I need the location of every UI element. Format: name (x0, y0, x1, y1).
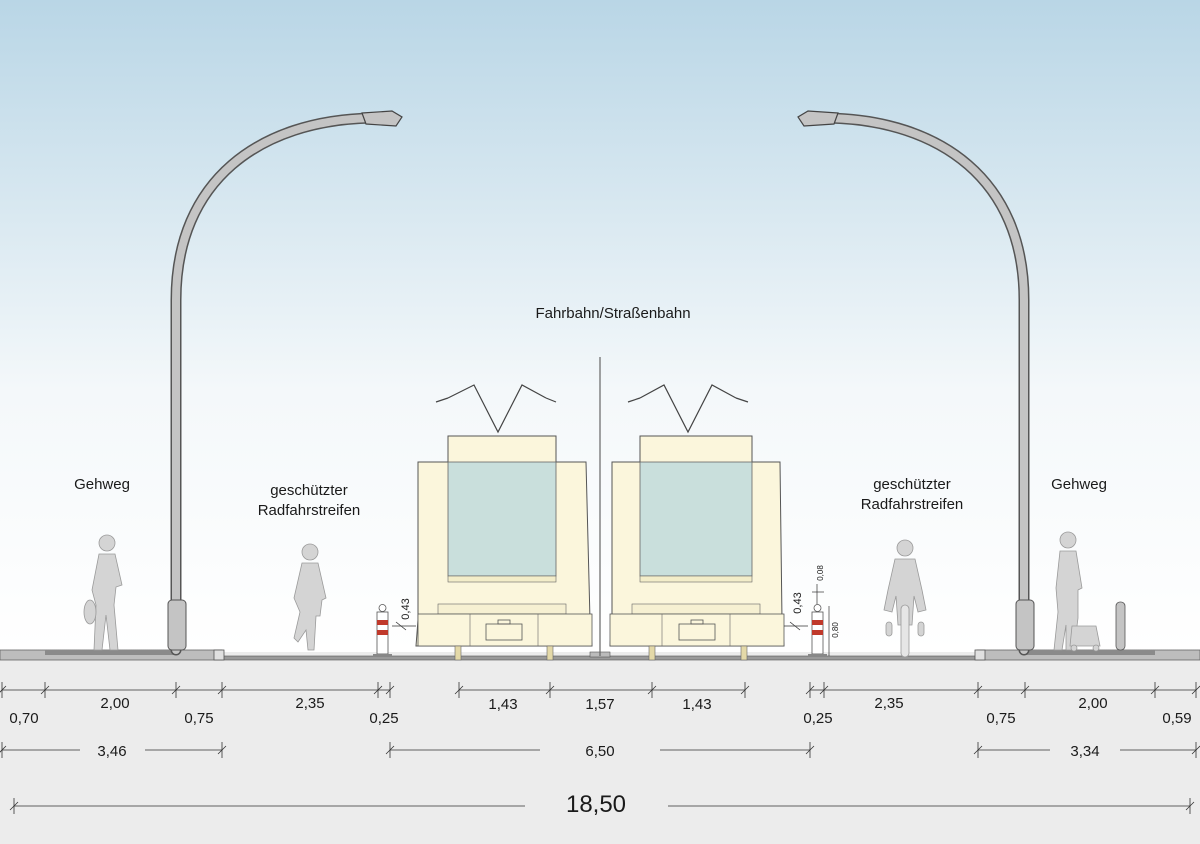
sidewalk-label-right: Gehweg (1051, 476, 1107, 493)
bollard-height-right: 0,43 (792, 592, 804, 613)
ground-area (0, 652, 1200, 839)
dim-sidewalk-right: 2,00 (1078, 695, 1107, 712)
dim-overall-width: 18,50 (566, 791, 626, 818)
dim-chain-row1-left-tick-slash (373, 685, 383, 695)
bollard-left (373, 604, 392, 657)
dim-buffer-right: 0,25 (803, 710, 832, 727)
curb-offset-right: 0,08 (816, 565, 825, 581)
dim-edge-left: 0,70 (9, 710, 38, 727)
bike-lane-label-right-line2: Radfahrstreifen (861, 496, 964, 513)
dim-chain-row1-right-tick-slash (819, 685, 829, 695)
dim-edge-right: 0,59 (1162, 710, 1191, 727)
street-lamp-left (167, 110, 403, 656)
tram-right (609, 384, 785, 661)
dim-chain-total-tick-slash (1185, 801, 1195, 811)
bike-lane-label-left-line2: Radfahrstreifen (258, 502, 361, 519)
post-height-right: 0,80 (831, 622, 840, 638)
dim-chain-row1-left-tick-slash (171, 685, 181, 695)
dim-sidewalk-left: 2,00 (100, 695, 129, 712)
street-lamp-right (797, 110, 1035, 656)
center-title: Fahrbahn/Straßenbahn (535, 305, 690, 322)
dim-chain-row1-left-tick-slash (0, 685, 7, 693)
dim-chain-row1-left-tick-slash (40, 685, 50, 695)
dim-track-right: 1,43 (682, 696, 711, 713)
dim-chain-row2-center-tick-slash (385, 745, 395, 755)
tram-left (415, 384, 593, 661)
dim-chain-row1-right-tick-slash (973, 685, 983, 695)
cyclist-right (883, 539, 927, 658)
dim-chain-row1-right-tick-slash (1191, 685, 1200, 695)
bike-lane-label-right-line1: geschützter (873, 476, 951, 493)
dim-chain-row1-right-tick-slash (1020, 685, 1030, 695)
dim-chain-row2-left-tick-slash (217, 745, 227, 755)
dim-buffer-left: 0,25 (369, 710, 398, 727)
bike-lane-label-left-line1: geschützter (270, 482, 348, 499)
bollard-height-dim-right: 0,43 0,08 0,80 (784, 565, 840, 656)
sidewalk-post-right (1115, 601, 1126, 651)
pedestrian-left (83, 534, 123, 651)
dim-chain-row2-right-tick-slash (1191, 745, 1200, 755)
dim-chain-row1-center-tick-slash (545, 685, 555, 695)
dim-bike-lane-right: 2,35 (874, 695, 903, 712)
dim-chain-total-tick-slash (9, 801, 19, 811)
dim-bike-lane-left: 2,35 (295, 695, 324, 712)
dim-chain-row1-center-tick-slash (454, 685, 464, 695)
dim-chain-row1-right-tick-slash (1150, 685, 1160, 695)
dim-chain-row2-left-tick-slash (0, 745, 7, 753)
dimension-lines (0, 682, 1200, 814)
dim-track-left: 1,43 (488, 696, 517, 713)
pedestrian-bike-lane-left (293, 543, 327, 651)
bollard-right (808, 604, 827, 657)
pedestrian-with-stroller-right (1053, 531, 1101, 652)
bollard-height-left: 0,43 (400, 598, 412, 619)
dim-right-side-total: 3,34 (1070, 743, 1099, 760)
dim-track-center: 1,57 (585, 696, 614, 713)
dim-chain-row1-right-tick-slash (805, 685, 815, 695)
dim-lamp-strip-right: 0,75 (986, 710, 1015, 727)
dim-roadway-total: 6,50 (585, 743, 614, 760)
bollard-height-dim-left: 0,43 (392, 598, 416, 631)
dim-lamp-strip-left: 0,75 (184, 710, 213, 727)
dim-chain-row1-center-tick-slash (740, 685, 750, 695)
dim-left-side-total: 3,46 (97, 743, 126, 760)
road-surface (0, 649, 1200, 661)
dim-chain-row2-right-tick-slash (973, 745, 983, 755)
dim-chain-row1-center-tick-slash (647, 685, 657, 695)
dim-chain-row1-left-tick-slash (385, 685, 395, 695)
dim-chain-row1-left-tick-slash (217, 685, 227, 695)
dim-chain-row2-center-tick-slash (805, 745, 815, 755)
sidewalk-label-left: Gehweg (74, 476, 130, 493)
